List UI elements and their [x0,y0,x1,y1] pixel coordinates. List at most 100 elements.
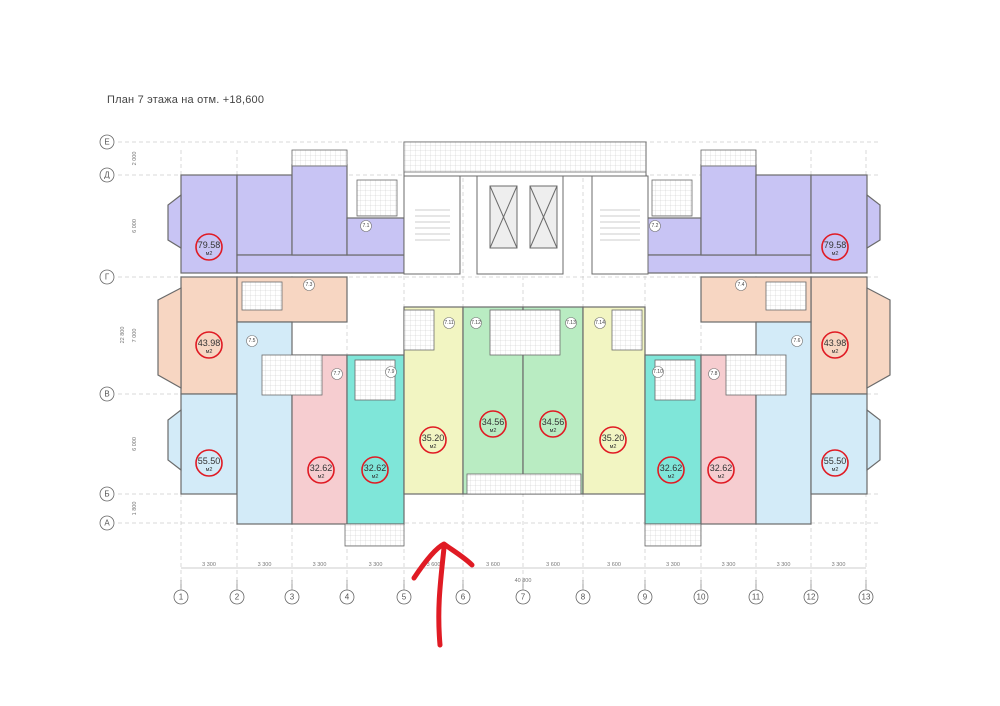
row-axis-0: Е [99,134,115,150]
plan-title: План 7 этажа на отм. +18,600 [107,94,265,106]
row-axis-5: А [99,515,115,531]
apartment-tag-label: 7.10 [653,369,663,375]
red-circle-mark [599,426,627,454]
column-axis-label: 12 [807,593,816,602]
area-unit: м2 [206,251,213,257]
apartment-tag-label: 7.7 [334,371,341,377]
bay-dimension: 3 300 [832,562,846,568]
apartment-tag-label: 7.9 [388,369,395,375]
apartment-area: 79.58 [198,240,221,250]
bay-dimension: 3 600 [427,562,441,568]
row-dimension: 2 000 [132,152,138,166]
apartment-violet-2 [236,174,293,256]
row-axis-label: В [104,390,109,399]
apartment-tag-label: 7.4 [738,282,745,288]
column-axis-label: 1 [179,593,184,602]
column-axis-label: 3 [290,593,295,602]
column-axis-5: 5 [396,580,412,605]
area-unit: м2 [550,428,557,434]
apartment-tag: 7.9 [385,366,397,378]
apartment-tag: 7.4 [735,279,747,291]
apartment-tag-label: 7.8 [711,371,718,377]
red-circle-mark [419,426,447,454]
column-axis-9: 9 [637,580,653,605]
apartment-tag: 7.3 [303,279,315,291]
apartment-tag: 7.12 [470,317,482,329]
row-dimension: 7 000 [132,329,138,343]
apartment-tag: 7.10 [652,366,664,378]
red-circle-mark [195,449,223,477]
apartment-tag-label: 7.6 [794,338,801,344]
red-arrow-annotation [411,541,475,648]
column-axis-2: 2 [229,580,245,605]
apartment-tag-label: 7.5 [249,338,256,344]
apartment-area: 35.20 [422,433,445,443]
red-circle-mark [657,456,685,484]
column-axis-8: 8 [575,580,591,605]
bay-dimension: 3 300 [313,562,327,568]
column-axis-label: 2 [235,593,240,602]
area-unit: м2 [318,474,325,480]
corridor-violet-left [236,254,405,274]
red-circle-mark [539,410,567,438]
area-unit: м2 [832,467,839,473]
apartment-tag: 7.11 [443,317,455,329]
apartment-tag: 7.13 [565,317,577,329]
red-circle-mark [821,449,849,477]
apartment-violet-3 [291,164,348,256]
column-axis-3: 3 [284,580,300,605]
apartment-tag: 7.2 [649,220,661,232]
row-axis-1: Д [99,167,115,183]
overall-dimension: 40 800 [515,578,532,584]
apartment-area: 43.98 [198,338,221,348]
apartment-tag: 7.5 [246,335,258,347]
bay-dimension: 3 300 [722,562,736,568]
column-axis-label: 11 [752,593,761,602]
column-axis-label: 10 [697,593,706,602]
apartment-tag: 7.7 [331,368,343,380]
red-circle-mark [361,456,389,484]
row-axis-4: Б [99,486,115,502]
apartment-blue-right [810,393,868,495]
column-axis-4: 4 [339,580,355,605]
column-axis-6: 6 [455,580,471,605]
apartment-area: 32.62 [364,463,387,473]
apartment-tag: 7.14 [594,317,606,329]
apartment-area: 34.56 [542,417,565,427]
column-axis-label: 9 [643,593,648,602]
column-axis-label: 6 [461,593,466,602]
apartment-violet-7 [755,174,812,256]
apartment-area: 32.62 [710,463,733,473]
bay-dimension: 3 300 [369,562,383,568]
apartment-tag-label: 7.11 [444,320,454,326]
row-axis-2: Г [99,269,115,285]
apartment-tags: 7.1 7.2 7.3 7.4 7.5 7.6 7.7 7.8 7.9 7.10 7.11 7.12 7… [246,220,803,380]
area-unit: м2 [832,349,839,355]
apartment-violet-8 [810,174,868,274]
column-axis-label: 5 [402,593,407,602]
row-axis-label: Д [104,171,110,180]
row-axis-label: Г [105,273,110,282]
column-axis-13: 13 [858,580,874,605]
row-axis-3: В [99,386,115,402]
bay-dimension: 3 300 [202,562,216,568]
row-total-dimension: 22 800 [120,327,126,344]
column-axis-label: 4 [345,593,350,602]
apartment-area: 32.62 [660,463,683,473]
column-axis-label: 8 [581,593,586,602]
apartment-tag-label: 7.14 [595,320,605,326]
bay-dimension: 3 300 [258,562,272,568]
apartment-violet-4 [346,217,405,256]
row-axis-label: Б [104,490,109,499]
apartment-tag-label: 7.1 [363,223,370,229]
